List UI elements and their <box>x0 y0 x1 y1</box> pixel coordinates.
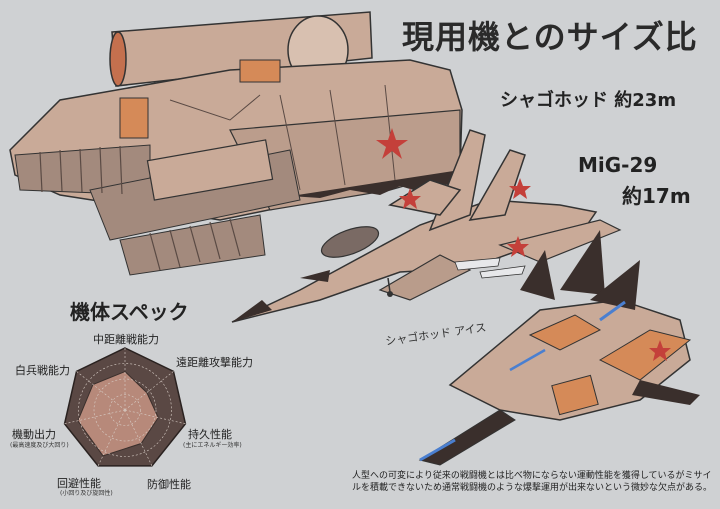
spec-radar-chart <box>63 347 187 467</box>
radar-ring <box>78 363 172 457</box>
mig-size-label: 約17m <box>622 184 691 208</box>
axis-label-close-combat: 白兵戦能力 <box>15 364 70 377</box>
radar-value-area <box>77 370 159 457</box>
axis-label-endurance: 持久性能 <box>188 428 232 441</box>
spec-title: 機体スペック <box>70 300 189 324</box>
description-caption: 人型への可変により従来の戦闘機とは比べ物にならない運動性能を獲得しているがミサイ… <box>352 471 713 493</box>
shagohod-ice-illustration <box>418 230 700 466</box>
axis-note-evasion: (小回り及び旋回性) <box>60 490 113 497</box>
axis-note-mobility: (最高速度及び大回り) <box>10 442 69 449</box>
axis-label-defense: 防御性能 <box>147 478 191 491</box>
radar-ring <box>109 394 141 426</box>
mig29-illustration <box>231 129 622 323</box>
radar-ring <box>93 378 157 442</box>
mig-name-label: MiG-29 <box>578 153 658 177</box>
axis-label-long-range: 遠距離攻撃能力 <box>176 356 253 369</box>
axis-label-evasion: 回避性能 <box>57 477 101 490</box>
axis-label-mid-range: 中距離戦能力 <box>93 333 159 346</box>
axis-note-endurance: (主にエネルギー効率) <box>183 442 242 449</box>
ship-size-label: シャゴホッド 約23m <box>500 90 677 111</box>
axis-label-mobility: 機動出力 <box>12 428 56 441</box>
shagohod-illustration <box>9 11 463 276</box>
